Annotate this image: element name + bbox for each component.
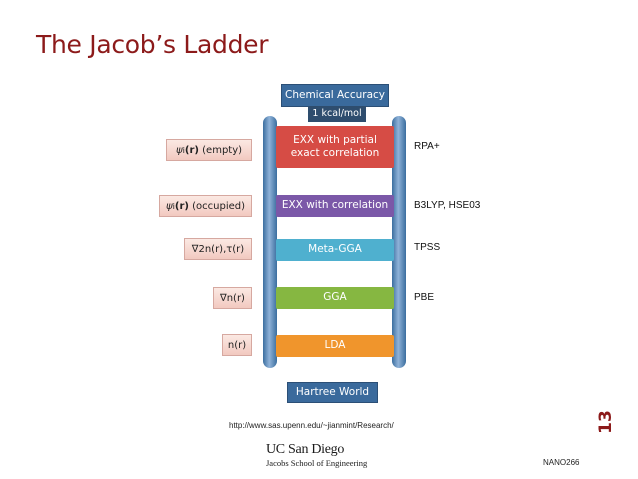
- ucsd-logo: UC San Diego Jacobs School of Engineerin…: [266, 442, 376, 472]
- rung-meta-gga: Meta-GGA: [276, 239, 394, 261]
- logo-main-text: UC San Diego: [266, 442, 345, 457]
- functional-tpss: TPSS: [414, 242, 441, 253]
- psi-argument: (r): [174, 200, 189, 212]
- rung-gga: GGA: [276, 287, 394, 309]
- psi-subscript: i: [182, 145, 185, 155]
- functional-rpa: RPA+: [414, 141, 440, 152]
- psi-subscript: i: [172, 201, 175, 211]
- hartree-world-box: Hartree World: [287, 382, 378, 403]
- slide-number: 13: [596, 410, 616, 434]
- functional-pbe: PBE: [414, 292, 435, 303]
- rung-label-line2: exact correlation: [290, 147, 380, 159]
- source-url: http://www.sas.upenn.edu/~jianmint/Resea…: [229, 421, 394, 430]
- ingredient-text: (occupied): [192, 200, 246, 212]
- ladder-right-rail: [392, 116, 406, 368]
- functional-b3lyp-hse03: B3LYP, HSE03: [414, 200, 481, 211]
- chemical-accuracy-box: Chemical Accuracy: [281, 84, 389, 107]
- course-code: NANO266: [543, 458, 580, 467]
- rung-exx-with-correlation: EXX with correlation: [276, 195, 394, 217]
- logo-sub-text: Jacobs School of Engineering: [266, 458, 368, 468]
- rung-lda: LDA: [276, 335, 394, 357]
- ladder-left-rail: [263, 116, 277, 368]
- psi-argument: (r): [184, 144, 199, 156]
- psi-symbol: ψ: [165, 200, 173, 212]
- ingredient-text: (empty): [202, 144, 243, 156]
- slide-title: The Jacob’s Ladder: [36, 30, 269, 59]
- ingredient-density: n(r): [222, 334, 252, 356]
- chemical-accuracy-unit: 1 kcal/mol: [308, 106, 366, 122]
- psi-symbol: ψ: [175, 144, 183, 156]
- rung-label-line1: EXX with partial: [293, 133, 377, 146]
- ingredient-gradient-density: ∇n(r): [213, 287, 252, 309]
- ingredient-laplacian-tau: ∇2n(r),τ(r): [184, 238, 252, 260]
